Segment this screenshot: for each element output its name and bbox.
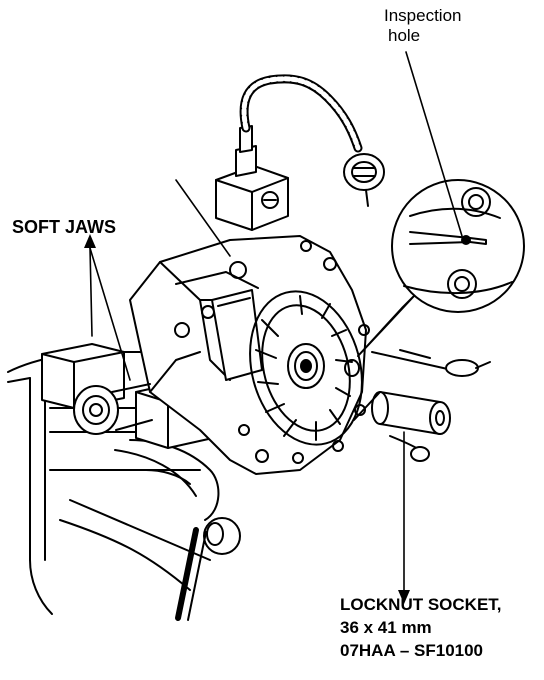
locknut-socket-label: LOCKNUT SOCKET, 36 x 41 mm 07HAA – SF101…	[340, 594, 502, 663]
inspection-hole-label: Inspection hole	[384, 6, 462, 47]
transmission-case	[129, 235, 370, 475]
socket-label-line-3: 07HAA – SF10100	[340, 640, 484, 660]
socket-label-line-2: 36 x 41 mm	[340, 617, 432, 637]
inspection-label-line-1: Inspection	[384, 6, 462, 25]
socket-label-line-1: LOCKNUT SOCKET,	[340, 595, 502, 614]
sensor-with-harness	[215, 74, 385, 231]
locknut-socket	[353, 349, 491, 462]
leader-arrowheads	[84, 234, 410, 604]
soft-jaws-label: SOFT JAWS	[12, 217, 117, 237]
inspection-label-line-2: hole	[388, 26, 421, 46]
inspection-detail-circle	[357, 179, 525, 357]
shaft-end	[73, 383, 153, 435]
leader-lines	[89, 51, 463, 591]
